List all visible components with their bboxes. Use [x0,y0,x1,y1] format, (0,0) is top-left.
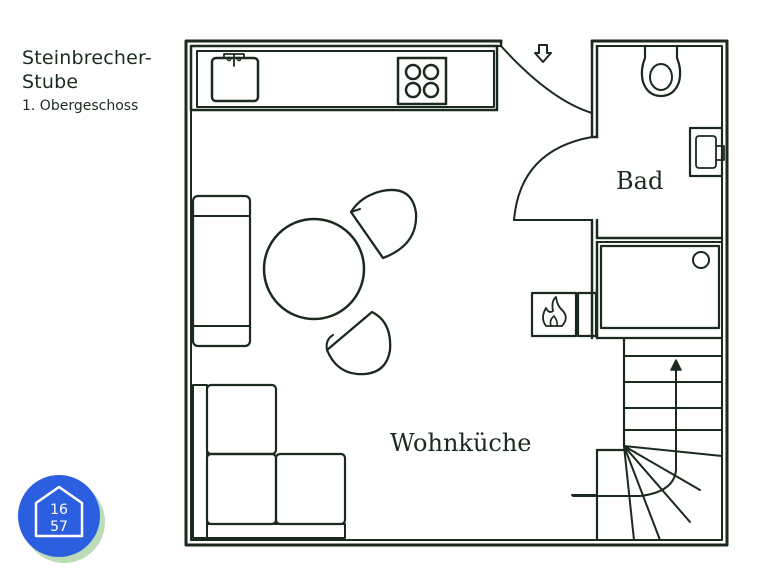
plan-title: Steinbrecher- Stube 1. Obergeschoss [22,46,172,115]
staircase [571,336,724,542]
chair-lower [325,310,392,376]
chair-upper [349,188,418,260]
bathroom-walls [590,39,724,340]
kitchen-counter [189,44,499,112]
logo-number-bottom: 57 [50,519,68,535]
kitchen-sink-icon [210,53,260,103]
room-label-living-kitchen: Wohnküche [390,429,532,457]
stairs-arrow-icon [572,359,682,497]
room-label-bath: Bad [616,167,663,195]
logo-number-top: 16 [50,502,68,518]
entry-arrow-icon [534,44,552,63]
sofa [191,194,252,348]
wash-basin-icon [688,126,725,178]
apartment-name-line2: Stube [22,71,79,93]
fire-icon [542,296,567,327]
apartment-name: Steinbrecher- Stube [22,46,172,94]
entry-door [499,39,594,114]
floor-label: 1. Obergeschoss [22,98,139,114]
stove-icon [396,56,448,106]
fireplace [530,291,598,338]
bathroom-door [513,136,593,221]
house-icon [34,485,84,538]
corner-sofa [192,383,347,539]
dining-table [262,217,366,321]
toilet-icon [640,44,682,98]
outer-walls [184,39,729,547]
apartment-name-line1: Steinbrecher- [22,47,152,69]
shower-tray [599,244,721,330]
brand-logo: 16 57 [18,475,105,563]
